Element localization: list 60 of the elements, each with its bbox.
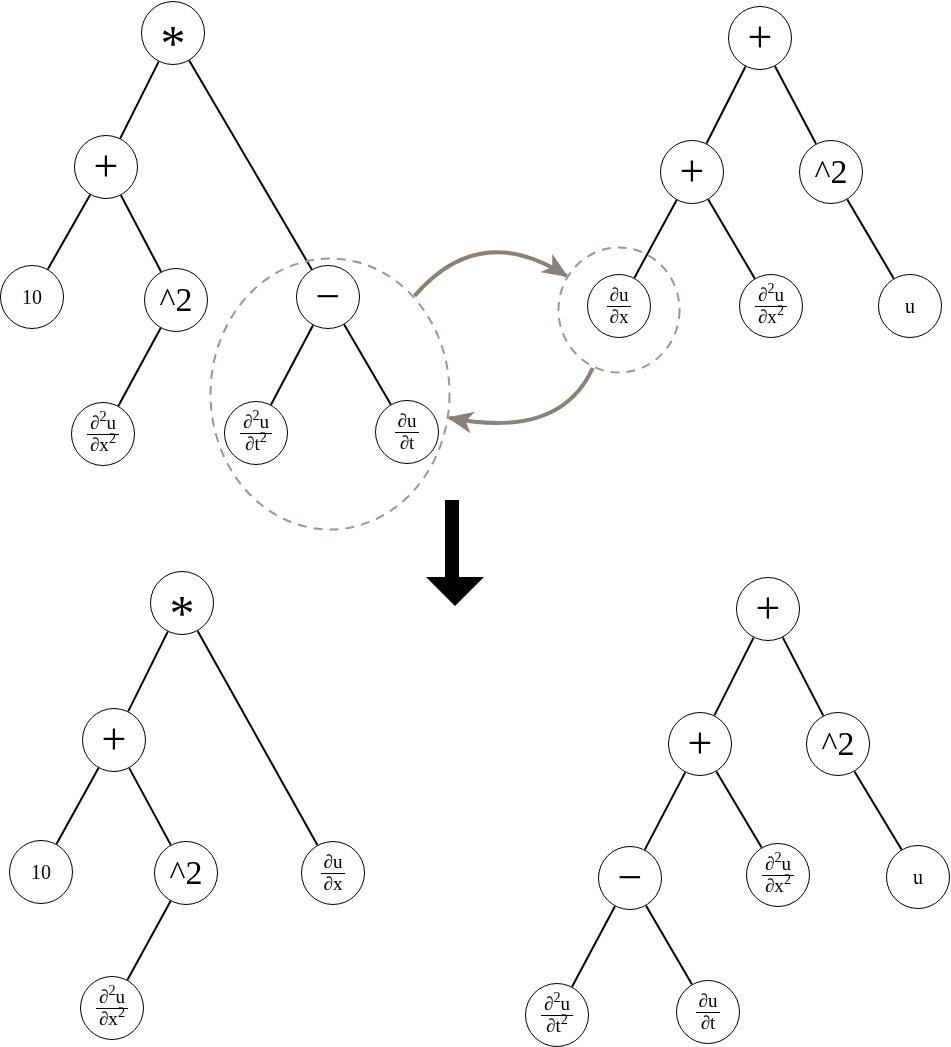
node-label: + [101,718,127,762]
curved-arrow [413,250,569,298]
node-label: + [679,150,705,194]
node-label: ^2 [159,283,193,317]
tree-branch-line [188,59,313,271]
tree-branch-line [46,193,92,271]
tree-branch-line [633,199,678,279]
tree-branch-line [55,767,100,845]
tree-branch-line [119,60,160,140]
node-label: u [905,296,915,316]
tree-branch-line [269,324,315,406]
fraction-denominator: ∂x [609,306,629,328]
node-label: + [755,587,781,631]
node-label: u [913,867,923,887]
tree-branch-line [196,629,319,847]
tree-branch-line [343,323,392,406]
node-label: − [617,856,643,900]
node-label: * [169,584,195,638]
tree-branch-line [645,904,693,986]
tree-branch-line [119,194,163,273]
fraction-numerator: ∂u [394,410,420,433]
fraction-numerator: ∂$^{2}$u [541,993,573,1016]
fraction-numerator: ∂$^{2}$u [755,284,787,307]
tree-branch-line [128,767,172,846]
fraction-denominator: ∂t [399,432,415,454]
fraction-numerator: ∂u [606,284,632,307]
tree-branch-line [126,900,172,981]
tree-branch-line [774,65,817,145]
tree-branch-line [781,636,825,717]
tree-branch-line [127,630,169,713]
node-label: + [93,145,119,189]
node-label: ^2 [814,155,848,189]
node-label: * [160,14,186,68]
fraction-denominator: ∂x [323,873,343,895]
fraction-numerator: ∂u [320,851,346,874]
tree-branch-line [643,771,687,851]
node-label: − [315,275,341,319]
fraction-numerator: ∂u [695,990,721,1013]
node-label: ^2 [821,727,855,761]
fraction-numerator: ∂$^{2}$u [240,411,272,434]
node-label: 10 [31,862,51,882]
tree-branch-line [846,198,895,280]
curved-arrow [447,367,595,433]
node-label: + [747,16,773,60]
node-label: ^2 [169,856,203,890]
fraction-denominator: ∂t [700,1012,716,1034]
fraction-numerator: ∂$^{2}$u [87,412,119,435]
tree-branch-line [117,327,162,407]
node-label: + [687,722,713,766]
tree-branch-line [715,770,763,849]
node-label: 10 [22,287,42,307]
tree-branch-line [713,636,755,717]
fraction-numerator: ∂$^{2}$u [96,986,128,1009]
dashed-selection-ellipse [557,246,681,374]
dashed-selection-ellipse [209,257,451,531]
tree-branch-line [853,770,903,851]
tree-branch-line [571,905,616,988]
tree-branch-line [707,198,756,280]
tree-branch-line [705,65,747,145]
fraction-numerator: ∂$^{2}$u [762,853,794,876]
